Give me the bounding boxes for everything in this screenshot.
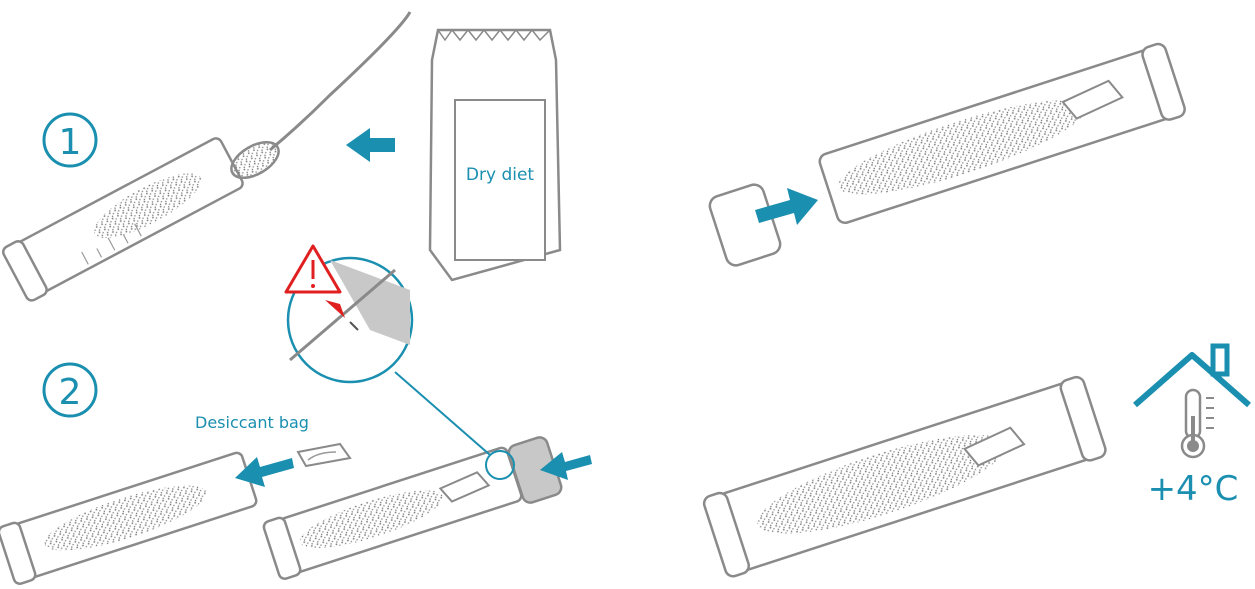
- red-arrow-icon: [325, 300, 345, 318]
- warning-triangle-icon: [284, 244, 342, 294]
- arrow-cap-icon: [540, 452, 592, 480]
- sample-tube-capping: [818, 42, 1186, 225]
- spoon-icon: [230, 11, 412, 180]
- sample-tube-step2b: [262, 446, 523, 580]
- step2-number-badge: 2: [42, 362, 98, 418]
- arrow-left-icon: [346, 128, 395, 162]
- arrow-right-icon: [755, 188, 818, 225]
- sample-tube-step2a: [0, 451, 258, 585]
- desiccant-bag-label: Desiccant bag: [195, 413, 309, 432]
- thermometer-icon: [1180, 388, 1214, 459]
- step2-number: 2: [59, 372, 82, 413]
- dry-diet-label: Dry diet: [466, 165, 535, 185]
- desiccant-bag-icon: [296, 442, 352, 468]
- step1-number: 1: [59, 122, 82, 163]
- tube-cap-loose: [708, 183, 782, 267]
- sample-tube-step1: [1, 137, 244, 302]
- step1-number-badge: 1: [42, 112, 98, 168]
- sample-tube-stored: [702, 375, 1107, 578]
- temperature-label: +4°C: [1148, 469, 1239, 509]
- arrow-into-tube-icon: [235, 457, 294, 487]
- house-icon: [1133, 343, 1251, 408]
- dry-diet-bag: Dry diet: [428, 28, 562, 282]
